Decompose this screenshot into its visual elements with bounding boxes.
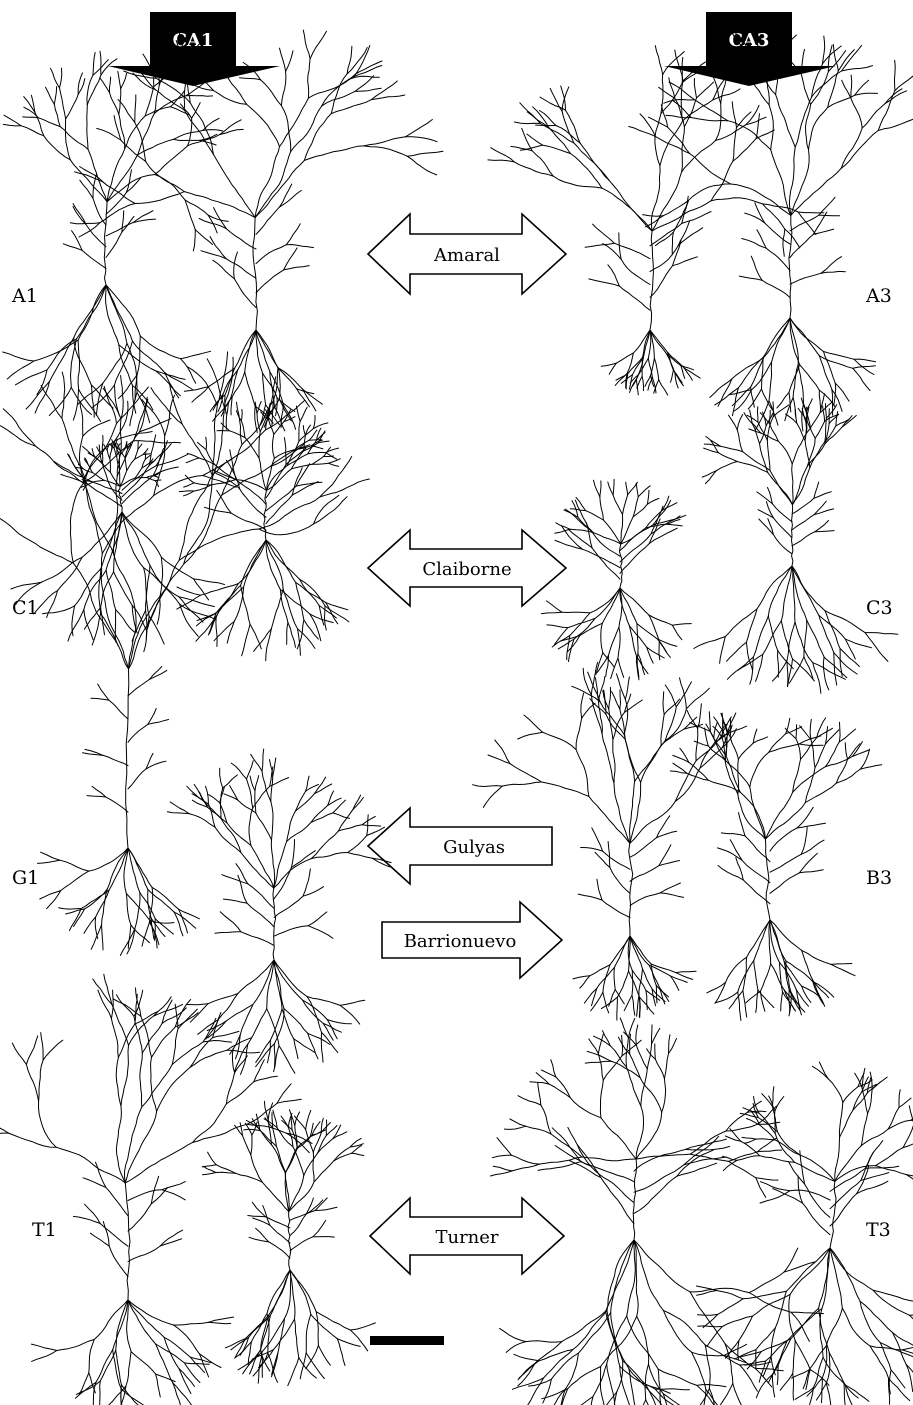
ca3-header-label: CA3 bbox=[729, 30, 770, 51]
row-label-b3: B3 bbox=[866, 867, 892, 889]
neuron-c3-left bbox=[541, 479, 691, 679]
row-label-a1: A1 bbox=[11, 285, 38, 307]
gulyas-label: Gulyas bbox=[443, 837, 505, 858]
barrionuevo-right-arrow: Barrionuevo bbox=[382, 902, 562, 978]
turner-double-arrow: Turner bbox=[370, 1198, 564, 1274]
row-label-a3: A3 bbox=[865, 285, 892, 307]
barrionuevo-label: Barrionuevo bbox=[404, 931, 517, 952]
claiborne-double-arrow: Claiborne bbox=[368, 530, 566, 606]
neuron-a1-right bbox=[70, 30, 443, 433]
claiborne-label: Claiborne bbox=[422, 559, 511, 580]
amaral-label: Amaral bbox=[433, 245, 500, 266]
neuron-b3-right bbox=[670, 712, 881, 1021]
neuron-t3-left bbox=[491, 1018, 824, 1405]
neuron-t1-left bbox=[0, 974, 312, 1405]
row-label-t1: T1 bbox=[32, 1219, 57, 1241]
neuron-t1-right bbox=[202, 1101, 375, 1385]
neuron-c3-right bbox=[694, 394, 898, 694]
amaral-double-arrow: Amaral bbox=[368, 214, 566, 294]
turner-label: Turner bbox=[435, 1227, 498, 1248]
neuron-a1-left bbox=[3, 51, 244, 426]
scale-bar bbox=[370, 1336, 444, 1345]
neuron-a3-right bbox=[629, 29, 913, 432]
row-label-t3: T3 bbox=[866, 1219, 891, 1241]
neuron-g1-right bbox=[167, 749, 391, 1074]
gulyas-left-arrow: Gulyas bbox=[368, 808, 552, 884]
row-label-c3: C3 bbox=[866, 597, 893, 619]
row-label-g1: G1 bbox=[12, 867, 39, 889]
neuron-g1-left bbox=[0, 352, 369, 956]
row-label-c1: C1 bbox=[12, 597, 39, 619]
